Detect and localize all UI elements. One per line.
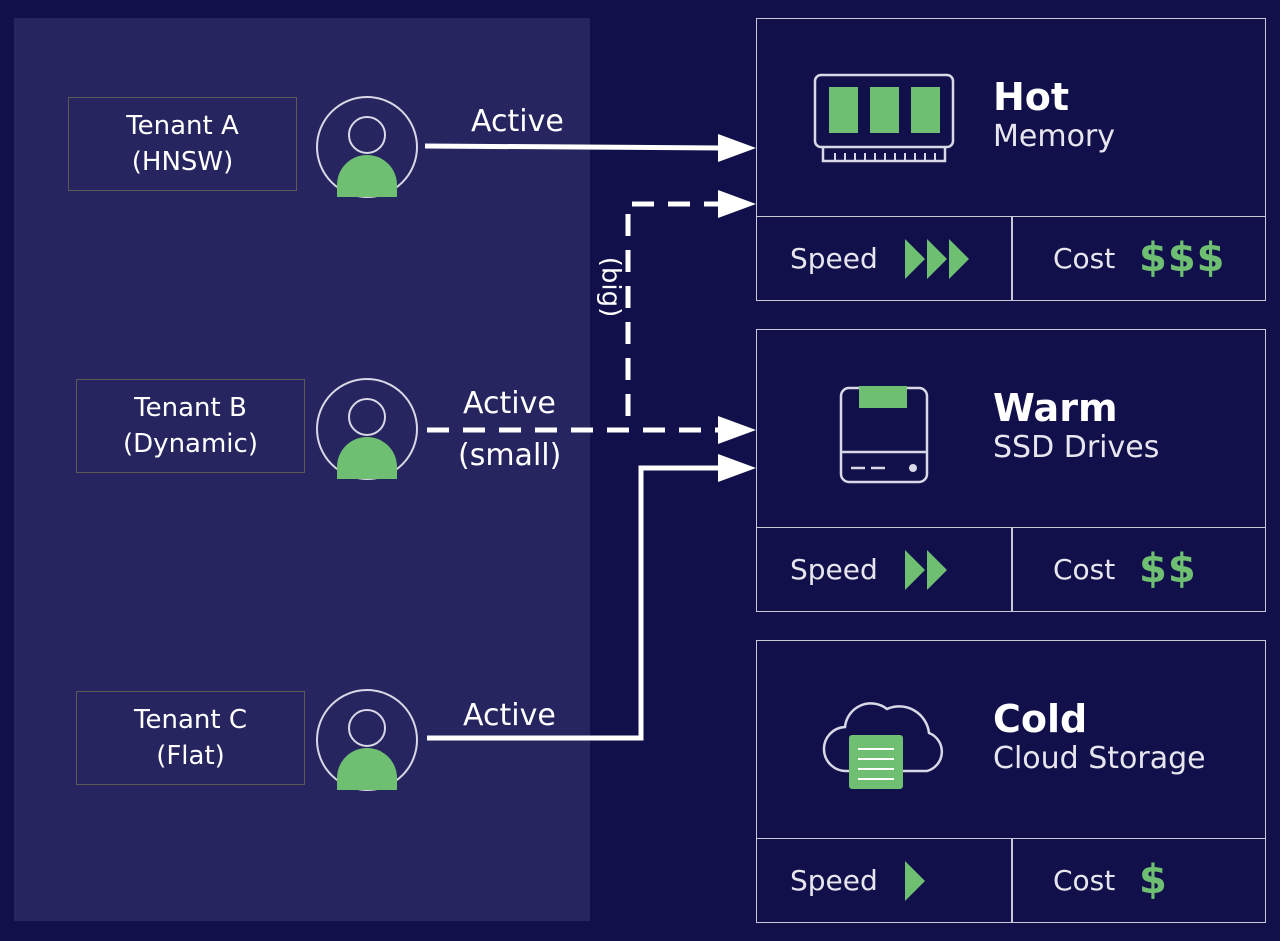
edge-b-hot-line bbox=[625, 201, 722, 416]
edge-c-warm-arrowhead bbox=[718, 454, 756, 482]
tier-cold-divider bbox=[1011, 839, 1013, 922]
tier-warm-divider bbox=[1011, 528, 1013, 611]
tier-hot-cost-label: Cost bbox=[1053, 242, 1116, 275]
memory-icon bbox=[813, 73, 955, 163]
tier-hot-speed-label: Speed bbox=[790, 242, 878, 275]
tier-hot: Hot Memory Speed Cost $$$ bbox=[756, 18, 1266, 301]
tier-cold: Cold Cloud Storage Speed Cost $ bbox=[756, 640, 1266, 923]
tier-cold-cost-value: $ bbox=[1139, 857, 1168, 903]
tier-cold-metrics: Speed Cost $ bbox=[757, 839, 1265, 922]
edge-b-big-label: (big) bbox=[595, 256, 626, 318]
tenant-b-name: Tenant B bbox=[134, 393, 247, 423]
cloud-storage-icon bbox=[822, 702, 944, 789]
tier-hot-cost-value: $$$ bbox=[1139, 235, 1226, 281]
tier-cold-cost-label: Cost bbox=[1053, 864, 1116, 897]
tier-cold-header: Cold Cloud Storage bbox=[757, 641, 1265, 839]
tenant-c-box: Tenant C (Flat) bbox=[76, 691, 305, 785]
edge-b-label: Active bbox=[463, 386, 556, 421]
edge-b-small-label: (small) bbox=[458, 438, 562, 473]
edge-c-warm-line bbox=[427, 465, 722, 741]
tier-hot-divider bbox=[1011, 217, 1013, 300]
edge-a-hot-arrowhead bbox=[718, 134, 756, 162]
tier-warm-metrics: Speed Cost $$ bbox=[757, 528, 1265, 611]
tier-warm-sub: SSD Drives bbox=[993, 430, 1160, 465]
tenant-c-index: (Flat) bbox=[156, 741, 225, 771]
tenant-c-name: Tenant C bbox=[134, 705, 247, 735]
tier-hot-name: Hot bbox=[993, 75, 1070, 119]
tier-hot-sub: Memory bbox=[993, 119, 1116, 154]
tier-warm-name: Warm bbox=[993, 386, 1118, 430]
tenant-b-avatar-icon bbox=[316, 378, 418, 480]
edge-c-label: Active bbox=[463, 698, 556, 733]
tier-warm-header: Warm SSD Drives bbox=[757, 330, 1265, 528]
tenant-c-avatar-icon bbox=[316, 689, 418, 791]
tier-hot-metrics: Speed Cost $$$ bbox=[757, 217, 1265, 300]
ssd-icon bbox=[839, 386, 929, 484]
edge-b-warm-arrowhead bbox=[718, 416, 756, 444]
speed-2-icon bbox=[905, 550, 947, 590]
tenant-a-name: Tenant A bbox=[126, 111, 239, 141]
tier-cold-name: Cold bbox=[993, 697, 1088, 741]
tenant-a-avatar-icon bbox=[316, 96, 418, 198]
edge-a-hot-line bbox=[424, 143, 723, 151]
tenants-panel bbox=[14, 18, 590, 921]
edge-b-hot-arrowhead bbox=[718, 190, 756, 218]
tier-warm-speed-label: Speed bbox=[790, 553, 878, 586]
tier-warm: Warm SSD Drives Speed Cost $$ bbox=[756, 329, 1266, 612]
tier-cold-speed-label: Speed bbox=[790, 864, 878, 897]
tenant-a-box: Tenant A (HNSW) bbox=[68, 97, 297, 191]
tenant-b-index: (Dynamic) bbox=[123, 429, 258, 459]
speed-3-icon bbox=[905, 239, 969, 279]
tier-cold-sub: Cloud Storage bbox=[993, 741, 1206, 776]
edge-a-label: Active bbox=[471, 104, 564, 139]
tier-warm-cost-label: Cost bbox=[1053, 553, 1116, 586]
tenant-a-index: (HNSW) bbox=[131, 147, 234, 177]
speed-1-icon bbox=[905, 861, 925, 901]
tenant-b-box: Tenant B (Dynamic) bbox=[76, 379, 305, 473]
tier-warm-cost-value: $$ bbox=[1139, 546, 1197, 592]
tier-hot-header: Hot Memory bbox=[757, 19, 1265, 217]
